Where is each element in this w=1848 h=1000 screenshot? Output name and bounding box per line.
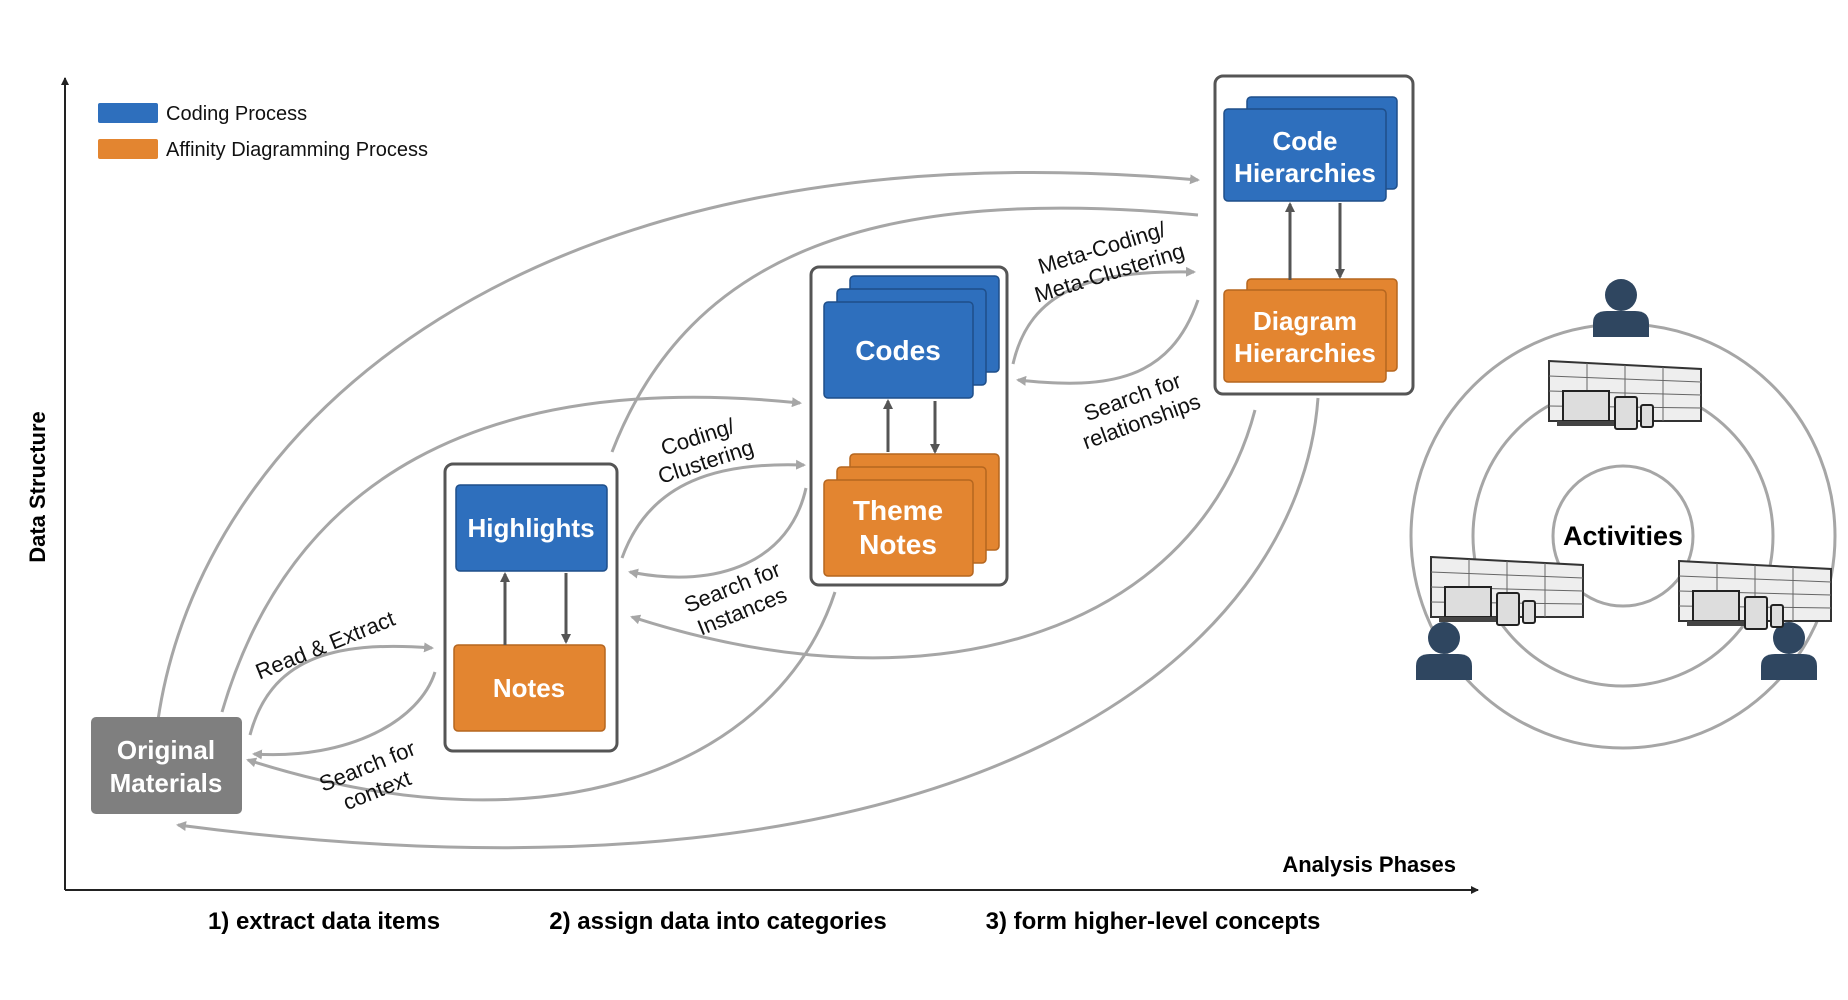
x-axis-label: Analysis Phases bbox=[1282, 852, 1456, 877]
flow-arrow-hierarchies-to-highlights bbox=[630, 409, 1257, 660]
phase-1-label: 1) extract data items bbox=[208, 908, 440, 935]
svg-text:Diagram: Diagram bbox=[1253, 306, 1357, 336]
coding-clustering-arrow bbox=[620, 459, 806, 559]
highlights-node: Highlights bbox=[455, 484, 608, 572]
activities-figure: Activities bbox=[1409, 279, 1837, 750]
legend-affinity-swatch bbox=[98, 139, 158, 159]
person-icon bbox=[1761, 622, 1817, 680]
display-wall-icon bbox=[1678, 560, 1832, 630]
svg-text:Hierarchies: Hierarchies bbox=[1234, 158, 1376, 188]
flow-arc-highlights-to-hierarchies bbox=[610, 206, 1199, 453]
svg-text:Materials: Materials bbox=[110, 768, 223, 798]
theme-notes-node: Theme Notes bbox=[823, 453, 1000, 577]
legend-coding-swatch bbox=[98, 103, 158, 123]
phase-3-label: 3) form higher-level concepts bbox=[986, 908, 1321, 935]
display-wall-icon bbox=[1430, 556, 1584, 626]
person-icon bbox=[1593, 279, 1649, 337]
svg-text:Notes: Notes bbox=[493, 673, 565, 703]
diagram-hierarchies-node: Diagram Hierarchies bbox=[1223, 278, 1398, 383]
flow-arrow-hierarchies-to-original bbox=[176, 397, 1320, 850]
search-instances-label: Search for Instances bbox=[680, 556, 790, 640]
activities-label: Activities bbox=[1563, 521, 1683, 551]
svg-text:Highlights: Highlights bbox=[467, 513, 594, 543]
search-relationships-arrow bbox=[1016, 299, 1200, 386]
legend-coding-label: Coding Process bbox=[166, 103, 307, 125]
read-extract-arrow bbox=[248, 642, 434, 736]
code-hierarchies-node: Code Hierarchies bbox=[1223, 96, 1398, 202]
flow-arrow-original-to-code-hierarchies bbox=[156, 171, 1200, 721]
svg-text:Code: Code bbox=[1273, 126, 1338, 156]
original-materials-node: Original Materials bbox=[91, 717, 242, 814]
svg-text:Notes: Notes bbox=[859, 529, 937, 560]
y-axis-label: Data Structure bbox=[25, 411, 50, 563]
read-extract-label: Read & Extract bbox=[252, 606, 399, 685]
display-wall-icon bbox=[1548, 360, 1702, 430]
notes-node: Notes bbox=[453, 644, 606, 732]
svg-text:Original: Original bbox=[117, 735, 215, 765]
meta-coding-label: Meta-Coding/ Meta-Clustering bbox=[1032, 216, 1188, 307]
phase-2-label: 2) assign data into categories bbox=[549, 908, 886, 935]
meta-coding-arrow bbox=[1011, 266, 1196, 365]
search-context-arrow bbox=[252, 671, 437, 760]
search-relationships-label: Search for relationships bbox=[1079, 368, 1204, 454]
svg-text:Hierarchies: Hierarchies bbox=[1234, 338, 1376, 368]
codes-node: Codes bbox=[823, 275, 1000, 399]
activities-inner-ring bbox=[1551, 464, 1695, 608]
flow-arrow-original-to-codes bbox=[220, 395, 802, 713]
svg-text:Theme: Theme bbox=[853, 495, 943, 526]
svg-text:Read & Extract: Read & Extract bbox=[252, 606, 399, 685]
svg-text:Codes: Codes bbox=[855, 335, 941, 366]
flow-arrow-codes-to-original bbox=[246, 591, 837, 802]
legend-affinity-label: Affinity Diagramming Process bbox=[166, 139, 428, 161]
search-instances-arrow bbox=[628, 487, 808, 579]
person-icon bbox=[1416, 622, 1472, 680]
